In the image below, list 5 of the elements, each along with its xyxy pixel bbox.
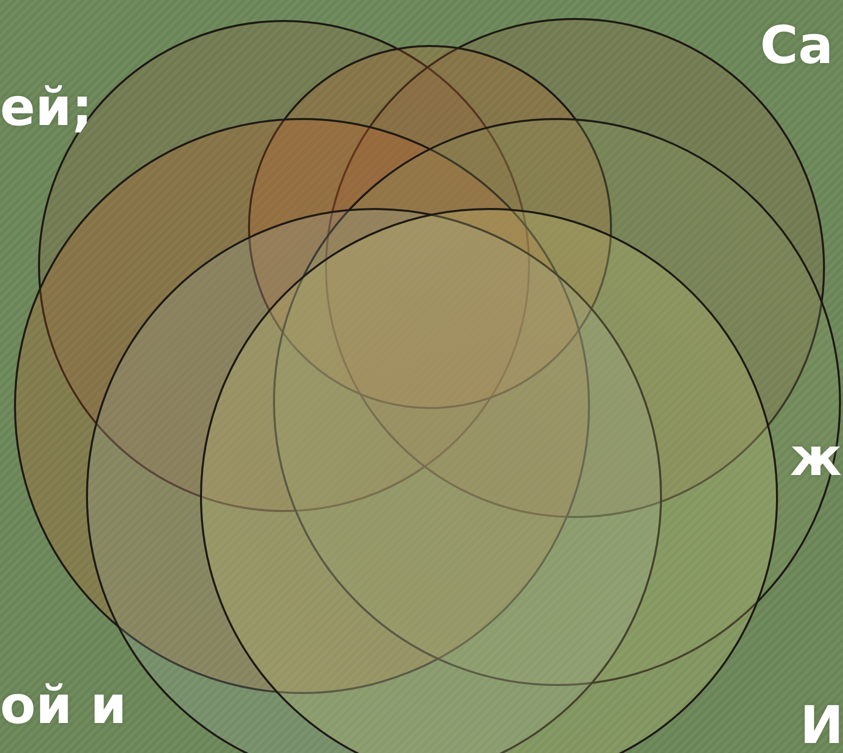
- translucent-circle: [200, 208, 778, 753]
- text-fragment: ой и: [0, 680, 127, 732]
- text-fragment: Са: [760, 20, 834, 72]
- text-fragment: И: [800, 700, 843, 752]
- text-fragment: ей;: [0, 82, 92, 134]
